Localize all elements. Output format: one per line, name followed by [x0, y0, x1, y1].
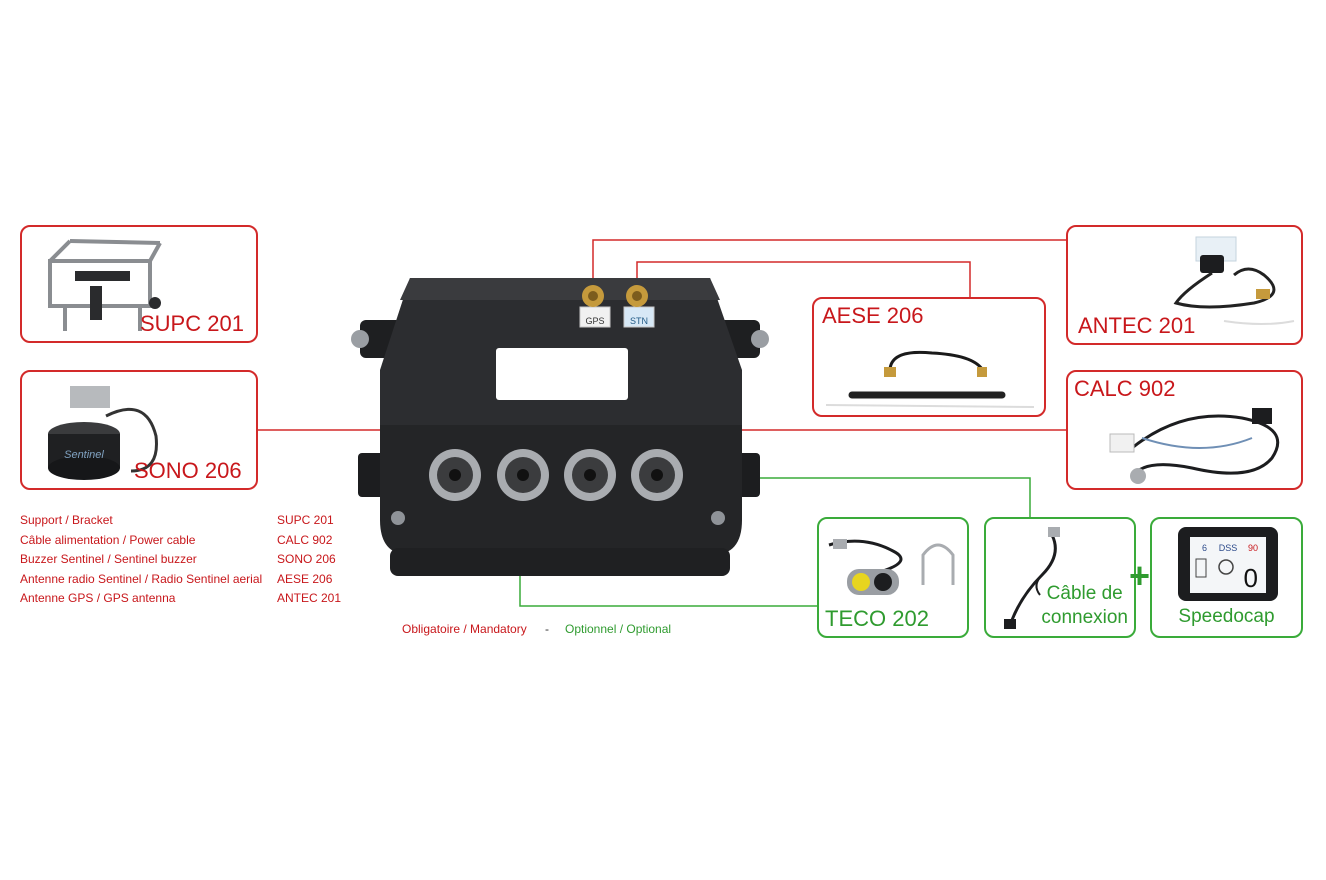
connexion-cable-illustration [1004, 527, 1060, 629]
legend-code: CALC 902 [277, 532, 333, 547]
supc-201-label: SUPC 201 [140, 311, 244, 336]
port-cable [631, 449, 683, 501]
connexion-cable-box: Câble de connexion [984, 517, 1136, 638]
buzzer-illustration: Sentinel [48, 386, 158, 480]
calc-902-box: CALC 902 [1066, 370, 1303, 490]
legend-code: SONO 206 [277, 552, 336, 566]
antec-201-box: ANTEC 201 [1066, 225, 1303, 345]
speedocap-right-value: 90 [1248, 543, 1258, 553]
footnote-separator: - [545, 622, 549, 636]
calc-902-label: CALC 902 [1074, 376, 1176, 401]
teco-202-box: TECO 202 [817, 517, 969, 638]
optional-footnote: Optionnel / Optional [565, 622, 672, 636]
speedocap-illustration: 6 DSS 90 0 [1178, 527, 1278, 601]
legend-code: ANTEC 201 [277, 591, 342, 605]
sentinel-control-unit: GPS STN [351, 278, 769, 576]
legend-description: Support / Bracket [20, 513, 113, 527]
port-buzzer [429, 449, 481, 501]
port-power [564, 449, 616, 501]
aese-206-box: AESE 206 [812, 297, 1046, 417]
connexion-cable-label-line2: connexion [1041, 607, 1128, 628]
connexion-cable-label-line1: Câble de [1046, 583, 1123, 604]
plus-sign: + [1129, 555, 1151, 596]
mandatory-footnote: Obligatoire / Mandatory [402, 622, 527, 636]
legend-code: AESE 206 [277, 571, 333, 586]
legend-description: Câble alimentation / Power cable [20, 532, 196, 547]
legend-description: Antenne GPS / GPS antenna [20, 591, 176, 605]
antec-201-label: ANTEC 201 [1078, 313, 1196, 338]
aese-206-label: AESE 206 [822, 303, 924, 328]
legend-code: SUPC 201 [277, 513, 334, 527]
aerial-illustration [825, 350, 1035, 408]
sono-206-box: Sentinel SONO 206 [20, 370, 258, 490]
legend-description: Antenne radio Sentinel / Radio Sentinel … [20, 571, 263, 586]
gps-antenna-illustration [1173, 236, 1295, 325]
connexion-cable-label: Câble de connexion [1041, 582, 1128, 630]
speedocap-left-value: 6 [1202, 543, 1207, 553]
power-cable-illustration [1109, 408, 1280, 484]
remote-control-illustration [828, 539, 955, 595]
bracket-illustration [48, 239, 162, 331]
speedocap-title: DSS [1219, 543, 1238, 553]
speedocap-label: Speedocap [1178, 606, 1275, 627]
supc-201-box: SUPC 201 [20, 225, 258, 343]
legend-description: Buzzer Sentinel / Sentinel buzzer [20, 552, 197, 566]
port-teco [497, 449, 549, 501]
buzzer-brand: Sentinel [64, 449, 104, 461]
stn-port-label: STN [630, 316, 648, 326]
gps-port-label: GPS [585, 316, 604, 326]
sono-206-label: SONO 206 [134, 458, 242, 483]
teco-202-label: TECO 202 [825, 606, 929, 631]
speedocap-box: 6 DSS 90 0 Speedocap [1150, 517, 1303, 638]
speedocap-big-value: 0 [1244, 563, 1258, 593]
